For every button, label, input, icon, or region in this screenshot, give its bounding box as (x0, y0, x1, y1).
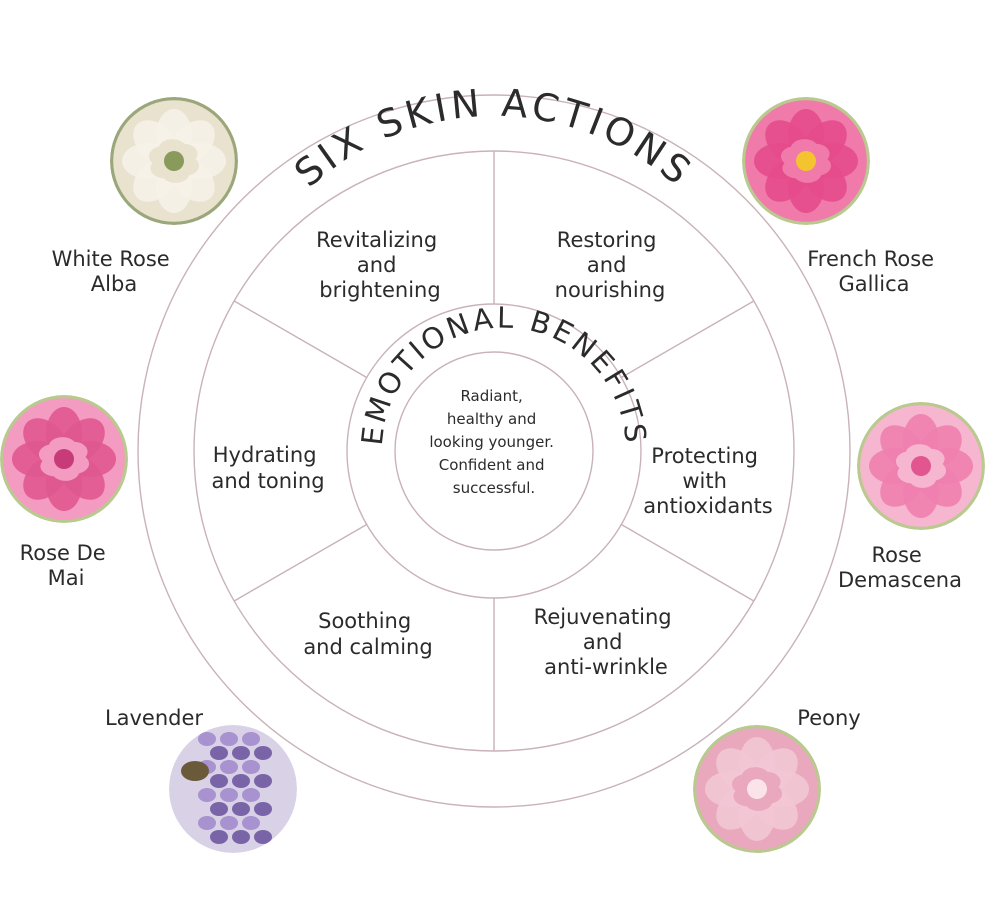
center-text-line: Radiant, (460, 387, 522, 405)
skin-action-line: brightening (319, 278, 440, 302)
flower-label-rose-de-mai: Rose De Mai (20, 541, 113, 590)
flower-label-line: Rose De (20, 541, 106, 565)
flower-label-line: Peony (797, 706, 860, 730)
flower-label-line: Mai (48, 566, 85, 590)
segment-divider (233, 300, 368, 379)
flower-label-rose-demascena: Rose Demascena (838, 543, 962, 592)
skin-action-soothing: Soothing and calming (303, 609, 432, 659)
skin-action-line: Restoring (557, 228, 657, 252)
flower-label-lavender: Lavender (105, 706, 203, 730)
skin-action-line: anti-wrinkle (544, 655, 668, 679)
skin-action-line: Soothing (318, 609, 411, 633)
flower-label-line: Demascena (838, 568, 962, 592)
center-text-line: Confident and (439, 456, 545, 474)
pink-rose-image (742, 97, 870, 225)
skin-action-line: Hydrating (213, 443, 317, 467)
skin-action-line: and calming (303, 635, 432, 659)
flower-label-french-rose-gallica: French Rose Gallica (807, 247, 941, 296)
lavender-image (169, 725, 297, 853)
skin-action-line: Revitalizing (316, 228, 437, 252)
center-text: Radiant, healthy and looking younger. Co… (429, 387, 558, 497)
skin-action-line: nourishing (555, 278, 666, 302)
flower-label-line: French Rose (807, 247, 934, 271)
flower-images (0, 97, 985, 853)
center-ring (394, 351, 594, 551)
skin-action-line: and (587, 253, 627, 277)
pink-rose-image (857, 402, 985, 530)
segment-divider (233, 523, 368, 602)
skin-action-line: Protecting (651, 444, 758, 468)
skin-action-line: antioxidants (643, 494, 772, 518)
skin-action-restoring: Restoring and nourishing (555, 228, 666, 302)
flower-label-line: Alba (91, 272, 137, 296)
flower-label-line: Gallica (838, 272, 909, 296)
skin-action-revitalizing: Revitalizing and brightening (316, 228, 444, 302)
skin-action-line: and (583, 630, 623, 654)
flower-label-peony: Peony (797, 706, 860, 730)
segment-dividers (233, 151, 755, 751)
skin-action-line: with (682, 469, 727, 493)
skin-action-line: and toning (211, 469, 324, 493)
skin-action-line: Rejuvenating (534, 605, 672, 629)
center-text-line: successful. (453, 479, 535, 497)
pink-rose-image (0, 395, 128, 523)
skin-action-rejuvenating: Rejuvenating and anti-wrinkle (534, 605, 679, 679)
segment-divider (620, 523, 755, 602)
center-text-line: healthy and (447, 410, 536, 428)
skin-action-line: and (357, 253, 397, 277)
center-text-line: looking younger. (429, 433, 554, 451)
outer-ring (137, 94, 851, 808)
flower-label-line: Lavender (105, 706, 203, 730)
flower-label-white-rose-alba: White Rose Alba (52, 247, 177, 296)
skin-action-hydrating: Hydrating and toning (211, 443, 324, 493)
flower-label-line: Rose (871, 543, 921, 567)
flower-label-line: White Rose (52, 247, 170, 271)
peony-image (693, 725, 821, 853)
skin-action-protecting: Protecting with antioxidants (643, 444, 772, 518)
white-rose-image (110, 97, 238, 225)
segment-divider (620, 300, 755, 379)
